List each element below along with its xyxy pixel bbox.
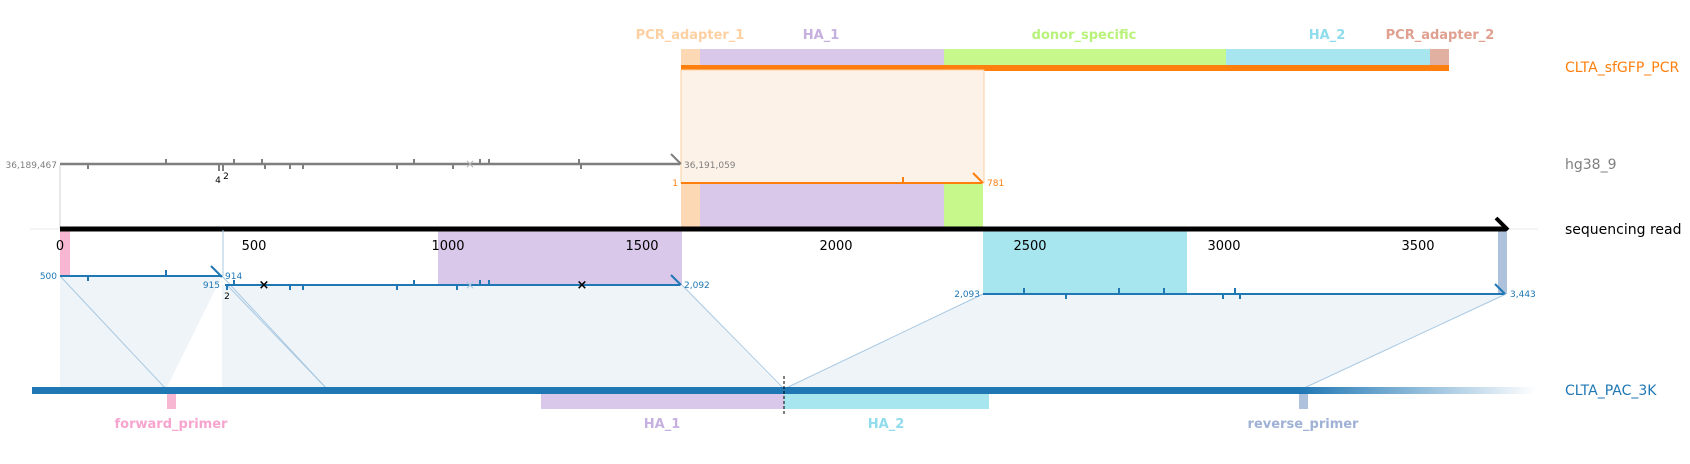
donor-projection bbox=[680, 69, 985, 184]
genome-start-coordinate: 36,189,467 bbox=[5, 161, 57, 171]
genome-end-coordinate: 36,191,059 bbox=[684, 161, 736, 171]
ref-block-3-end: 3,443 bbox=[1510, 290, 1536, 300]
donor-feature-label-pcr-adapter-1: PCR_adapter_1 bbox=[636, 28, 745, 43]
ref-mismatch-ticks-3 bbox=[1023, 288, 1241, 299]
ref-block-1-end: 914 bbox=[225, 272, 242, 282]
ref-mismatch-ticks-2 bbox=[226, 280, 490, 290]
read-axis-tick: 500 bbox=[242, 239, 267, 254]
read-axis-tick: 2500 bbox=[1013, 239, 1046, 254]
read-feature-reverse-primer bbox=[1498, 230, 1507, 294]
ref-block-2-projection bbox=[222, 285, 782, 389]
ref-deletion-mark: × bbox=[577, 278, 588, 293]
read-axis-tick: 3500 bbox=[1401, 239, 1434, 254]
read-feature-forward-primer bbox=[60, 230, 70, 276]
genome-indel-label-1: 4 bbox=[215, 176, 221, 186]
reference-feature-ha-2 bbox=[784, 394, 989, 409]
ref-block-1-projection bbox=[60, 276, 222, 389]
reference-feature-label-reverse-primer: reverse_primer bbox=[1248, 417, 1360, 432]
ref-block-3-start: 2,093 bbox=[954, 290, 980, 300]
genome-end-arrow bbox=[670, 153, 682, 165]
read-feature-ref-ha-2 bbox=[983, 230, 1187, 294]
ref-alignment-arrow-1 bbox=[210, 265, 223, 278]
donor-alignment-end: 781 bbox=[987, 179, 1004, 189]
read-axis-tick: 0 bbox=[56, 239, 64, 254]
genome-track-name: hg38_9 bbox=[1565, 157, 1616, 173]
reference-track-bar bbox=[32, 387, 1300, 394]
ref-block-2-start: 915 bbox=[203, 281, 220, 291]
donor-feature-label-ha-1: HA_1 bbox=[803, 28, 840, 43]
ref-mismatch-ticks-1 bbox=[87, 270, 167, 281]
donor-feature-label-pcr-adapter-2: PCR_adapter_2 bbox=[1386, 28, 1495, 43]
donor-feature-pcr-adapter-1 bbox=[681, 49, 700, 66]
reference-track-fade bbox=[1300, 387, 1536, 394]
donor-feature-ha-1 bbox=[700, 49, 944, 66]
reference-feature-forward-primer bbox=[167, 394, 176, 409]
reference-feature-label-ha-2: HA_2 bbox=[868, 417, 905, 432]
genome-indel-label-2: 2 bbox=[223, 172, 229, 182]
donor-alignment-start: 1 bbox=[672, 179, 678, 189]
genome-deletion-mark: × bbox=[465, 157, 475, 171]
donor-track-name: CLTA_sfGFP_PCR bbox=[1565, 60, 1679, 76]
read-axis-ticks: 0 500 1000 1500 2000 2500 3000 3500 bbox=[56, 239, 1435, 254]
reference-feature-ha-1 bbox=[541, 394, 784, 409]
ref-block-3-projection bbox=[784, 294, 1506, 389]
ref-block-2-end: 2,092 bbox=[684, 281, 710, 291]
ref-projection-lines bbox=[59, 230, 1507, 390]
donor-feature-ha-2 bbox=[1226, 49, 1430, 66]
read-axis-tick: 1000 bbox=[431, 239, 464, 254]
sequencing-read-end-arrow bbox=[1494, 216, 1510, 232]
read-feature-pcr-adapter-1 bbox=[681, 184, 700, 228]
donor-feature-donor-specific bbox=[944, 49, 1226, 66]
ref-block-1-start: 500 bbox=[40, 272, 57, 282]
ref-alignment-arrow-3 bbox=[1494, 283, 1506, 295]
ref-deletion-mark: × bbox=[259, 278, 270, 293]
reference-feature-label-ha-1: HA_1 bbox=[644, 417, 681, 432]
reference-track-name: CLTA_PAC_3K bbox=[1565, 383, 1657, 399]
read-feature-ref-ha-1 bbox=[438, 230, 682, 285]
reference-feature-label-forward-primer: forward_primer bbox=[115, 417, 229, 432]
read-axis-tick: 2000 bbox=[819, 239, 852, 254]
read-axis-tick: 1500 bbox=[625, 239, 658, 254]
donor-feature-pcr-adapter-2 bbox=[1430, 49, 1449, 66]
ref-indel-label: 2 bbox=[224, 292, 230, 302]
read-feature-donor-ha-1 bbox=[700, 184, 944, 228]
read-feature-donor-specific bbox=[944, 184, 983, 228]
sequencing-read-name: sequencing read bbox=[1565, 222, 1681, 238]
reference-feature-reverse-primer bbox=[1299, 394, 1308, 409]
donor-feature-label-ha-2: HA_2 bbox=[1309, 28, 1346, 43]
donor-alignment-end-arrow bbox=[972, 172, 984, 184]
genome-mismatch-ticks bbox=[87, 159, 582, 171]
donor-feature-label-donor-specific: donor_specific bbox=[1032, 28, 1137, 43]
ref-deletion-mark: × bbox=[465, 278, 475, 292]
ref-alignment-arrow-2 bbox=[670, 274, 682, 286]
read-axis-tick: 3000 bbox=[1207, 239, 1240, 254]
donor-track-bar bbox=[681, 65, 1449, 71]
